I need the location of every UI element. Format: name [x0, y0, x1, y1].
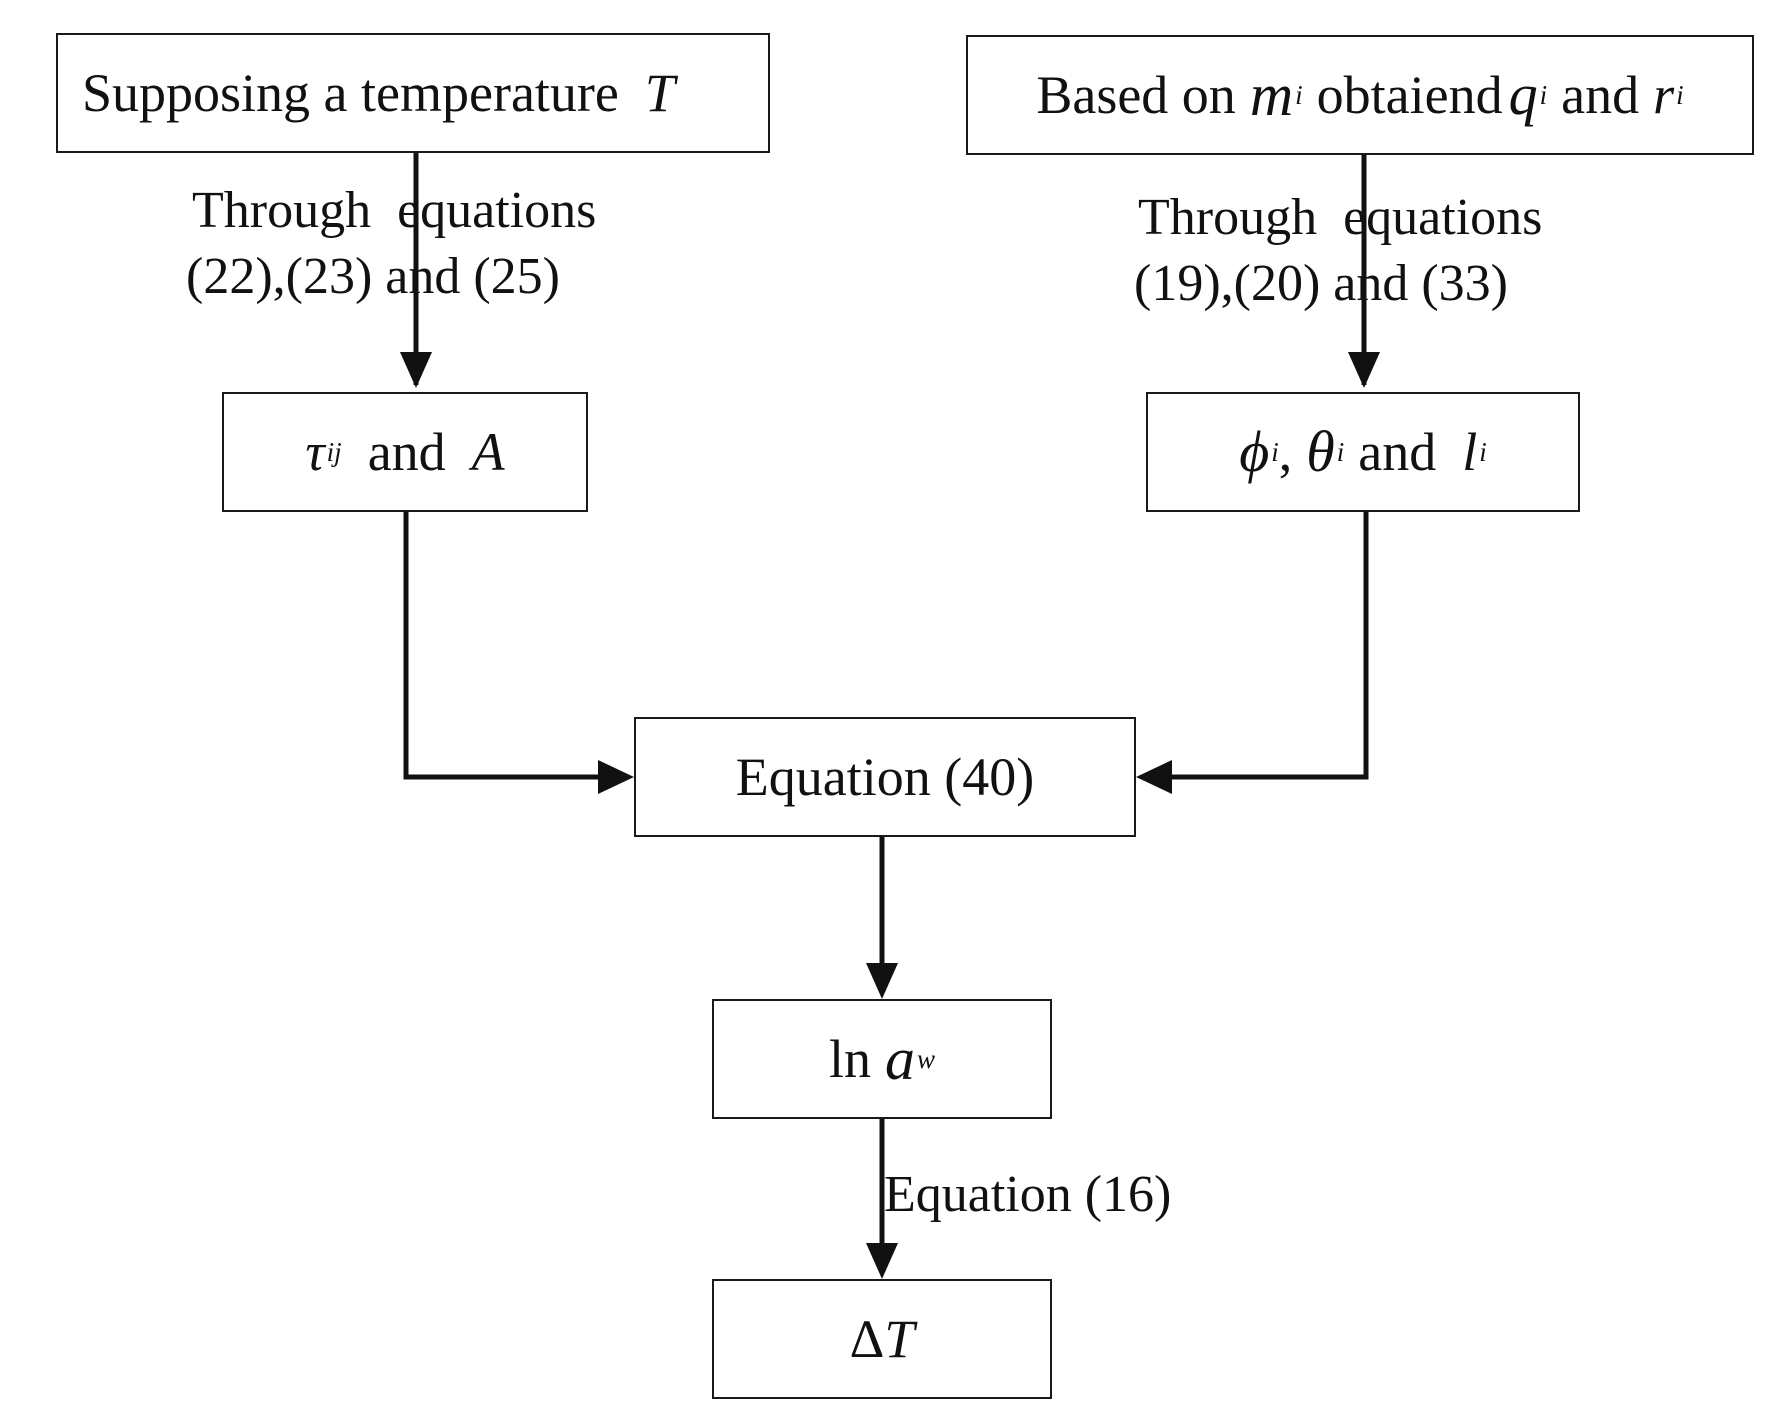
a-w-symbol: a	[885, 1026, 915, 1092]
r-symbol: r	[1653, 65, 1675, 125]
phi-subscript: i	[1271, 436, 1279, 467]
label-equation-16-text: Equation (16)	[884, 1166, 1172, 1223]
temperature-symbol: T	[644, 63, 675, 123]
label-left-through-equations: Through equations (22),(23) and (25)	[186, 178, 597, 310]
arrowhead-lnaw	[866, 1243, 898, 1279]
box-equation-40: Equation (40)	[634, 717, 1136, 837]
label-right-line1: Through equations	[1138, 189, 1543, 246]
q-subscript: i	[1539, 79, 1548, 110]
arrowhead-left-into-equation40	[598, 760, 634, 794]
tau-symbol: τ	[305, 422, 325, 482]
phi-symbol: ϕ	[1239, 419, 1270, 484]
connector-phi-to-equation40	[1150, 512, 1369, 780]
label-right-line2: (19),(20) and (33)	[1134, 255, 1508, 312]
arrowhead-equation40	[866, 963, 898, 999]
and-text-mid-right: and	[1358, 422, 1437, 482]
arrowhead-right-into-equation40	[1136, 760, 1172, 794]
m-subscript: i	[1295, 79, 1303, 110]
based-on-text: Based on	[1036, 65, 1236, 125]
label-right-through-equations: Through equations (19),(20) and (33)	[1134, 185, 1543, 317]
theta-subscript: i	[1336, 436, 1345, 467]
theta-symbol: θ	[1306, 419, 1335, 484]
l-symbol: l	[1462, 422, 1478, 482]
connector-tau-to-equation40	[403, 512, 620, 780]
comma-separator: ,	[1278, 422, 1293, 482]
label-equation-16: Equation (16)	[884, 1162, 1171, 1228]
a-symbol: A	[471, 422, 505, 482]
q-symbol: q	[1508, 62, 1538, 127]
r-subscript: i	[1676, 79, 1684, 110]
m-symbol: m	[1249, 62, 1294, 128]
a-w-subscript: w	[917, 1043, 936, 1074]
label-left-line2: (22),(23) and (25)	[186, 248, 560, 305]
t-symbol: T	[884, 1309, 915, 1369]
equation-40-text: Equation (40)	[735, 747, 1035, 807]
arrowhead-top-right	[1348, 352, 1380, 388]
l-subscript: i	[1479, 436, 1487, 467]
and-text-top-right: and	[1561, 65, 1640, 125]
tau-subscript: ij	[326, 436, 342, 467]
box-supposing-temperature: Supposing a temperature T	[56, 33, 770, 153]
arrowhead-top-left	[400, 352, 432, 388]
label-left-line1: Through equations	[192, 182, 597, 239]
obtaiend-text: obtaiend	[1316, 65, 1503, 125]
ln-text: ln	[828, 1029, 871, 1089]
and-text-mid-left: and	[367, 422, 446, 482]
delta-symbol: Δ	[849, 1309, 885, 1369]
supposing-text: Supposing a temperature	[82, 63, 619, 123]
